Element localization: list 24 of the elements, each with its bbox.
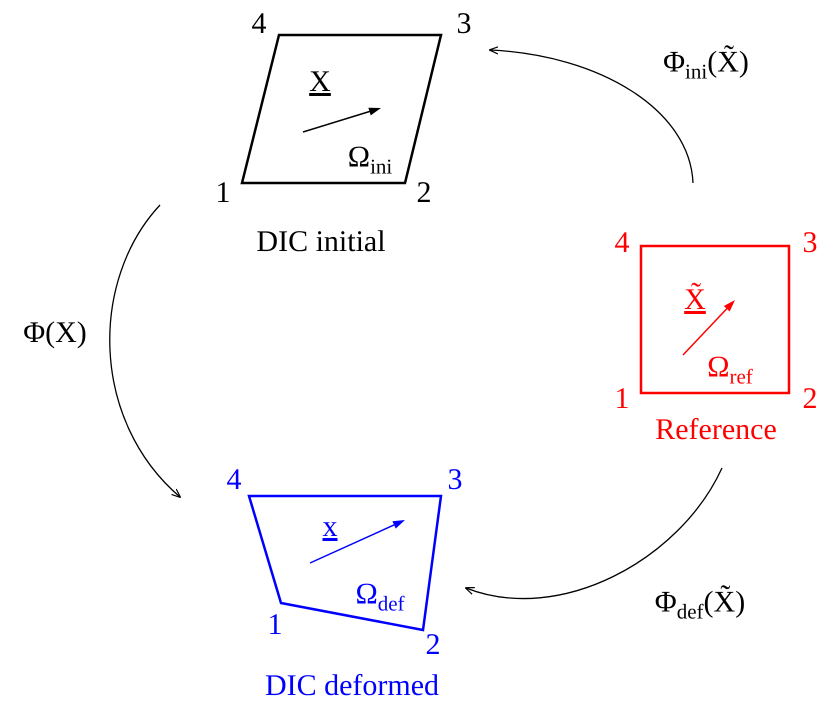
- vector-symbol: x: [322, 512, 338, 542]
- domain-label: Ω$_{ref}$: [707, 352, 753, 388]
- corner-number: 2: [426, 630, 440, 660]
- corner-number: 4: [614, 228, 630, 258]
- curved-arrow: [464, 468, 723, 599]
- node-caption: DIC initial: [256, 227, 386, 257]
- corner-number: 4: [252, 9, 266, 39]
- domain-label: Ω$_{def}$: [355, 580, 405, 614]
- node-caption: DIC deformed: [264, 671, 440, 701]
- corner-number: 2: [416, 178, 432, 208]
- vector-symbol: X̃: [684, 285, 706, 315]
- node-caption: Reference: [655, 415, 777, 445]
- corner-number: 1: [268, 610, 282, 640]
- corner-number: 1: [614, 384, 630, 414]
- corner-number: 3: [456, 9, 472, 39]
- domain-label: Ω$_{ini}$: [348, 142, 392, 178]
- vector-symbol: X: [309, 67, 331, 97]
- corner-number: 3: [448, 465, 462, 495]
- curved-arrow: [488, 46, 694, 184]
- corner-number: 3: [802, 228, 817, 258]
- curved-arrow: [109, 204, 182, 498]
- corner-number: 4: [226, 465, 242, 495]
- corner-number: 1: [216, 178, 230, 208]
- corner-number: 2: [802, 384, 817, 414]
